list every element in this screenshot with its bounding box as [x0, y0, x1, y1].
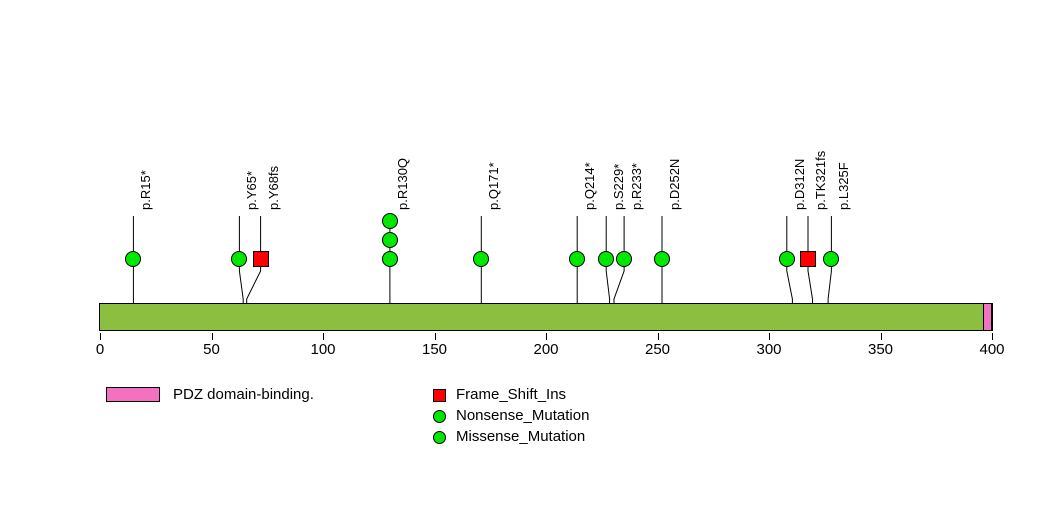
- mutation-marker-circle[interactable]: [778, 251, 795, 267]
- mutation-marker-circle[interactable]: [653, 251, 670, 267]
- mutation-label: p.Q171*: [486, 162, 502, 210]
- axis-tick: [769, 333, 770, 340]
- axis-tick: [323, 333, 324, 340]
- mutation-label: p.Q214*: [582, 162, 598, 210]
- mutation-marker-circle[interactable]: [381, 251, 398, 267]
- legend-circle-swatch: [433, 431, 446, 444]
- mutation-marker-circle[interactable]: [569, 251, 586, 267]
- legend-domain-swatch: [106, 387, 160, 402]
- mutation-marker-circle[interactable]: [125, 251, 142, 267]
- axis-tick: [992, 333, 993, 340]
- mutation-label: p.D252N: [666, 158, 682, 210]
- protein-backbone: [99, 303, 993, 331]
- mutation-label: p.R130Q: [394, 157, 410, 210]
- mutation-marker-square[interactable]: [252, 251, 269, 267]
- mutation-marker-circle[interactable]: [381, 232, 398, 248]
- axis-tick-label: 100: [310, 341, 336, 358]
- mutation-marker-circle[interactable]: [616, 251, 633, 267]
- mutation-label: p.L325F: [836, 162, 852, 210]
- mutation-label: p.S229*: [611, 163, 627, 210]
- legend-domain-label: PDZ domain-binding.: [173, 386, 314, 403]
- axis-tick-label: 50: [203, 341, 220, 358]
- axis-tick-label: 300: [756, 341, 782, 358]
- axis-tick: [546, 333, 547, 340]
- legend-mutation-label: Missense_Mutation: [456, 428, 586, 445]
- axis-tick-label: 150: [421, 341, 448, 358]
- legend-mutation-label: Frame_Shift_Ins: [456, 386, 567, 403]
- axis-tick-label: 350: [867, 341, 894, 358]
- mutation-label: p.TK321fs: [813, 150, 829, 210]
- axis-tick-label: 0: [95, 341, 105, 358]
- axis-tick: [657, 333, 659, 340]
- mutation-marker-circle[interactable]: [231, 251, 248, 267]
- mutation-marker-square[interactable]: [800, 251, 817, 267]
- mutation-label: p.Y65*: [244, 170, 260, 210]
- legend-mutation-label: Nonsense_Mutation: [456, 407, 590, 424]
- mutation-marker-circle[interactable]: [381, 213, 398, 229]
- mutation-marker-circle[interactable]: [473, 251, 490, 267]
- axis-tick: [880, 333, 882, 340]
- axis-tick-label: 250: [644, 341, 671, 358]
- mutation-label: p.Y68fs: [265, 165, 281, 210]
- axis-tick: [434, 333, 436, 340]
- mutation-label: p.R15*: [138, 170, 154, 210]
- mutation-label: p.D312N: [791, 158, 807, 210]
- protein-domain-region[interactable]: [983, 303, 992, 331]
- mutation-marker-circle[interactable]: [598, 251, 615, 267]
- axis-tick: [100, 333, 101, 340]
- mutation-label: p.R233*: [629, 163, 645, 210]
- axis-tick-label: 400: [979, 341, 1005, 358]
- axis-tick: [211, 333, 213, 340]
- legend-circle-swatch: [433, 410, 446, 423]
- mutation-marker-circle[interactable]: [823, 251, 840, 267]
- axis-tick-label: 200: [533, 341, 559, 358]
- legend-square-swatch: [433, 389, 446, 402]
